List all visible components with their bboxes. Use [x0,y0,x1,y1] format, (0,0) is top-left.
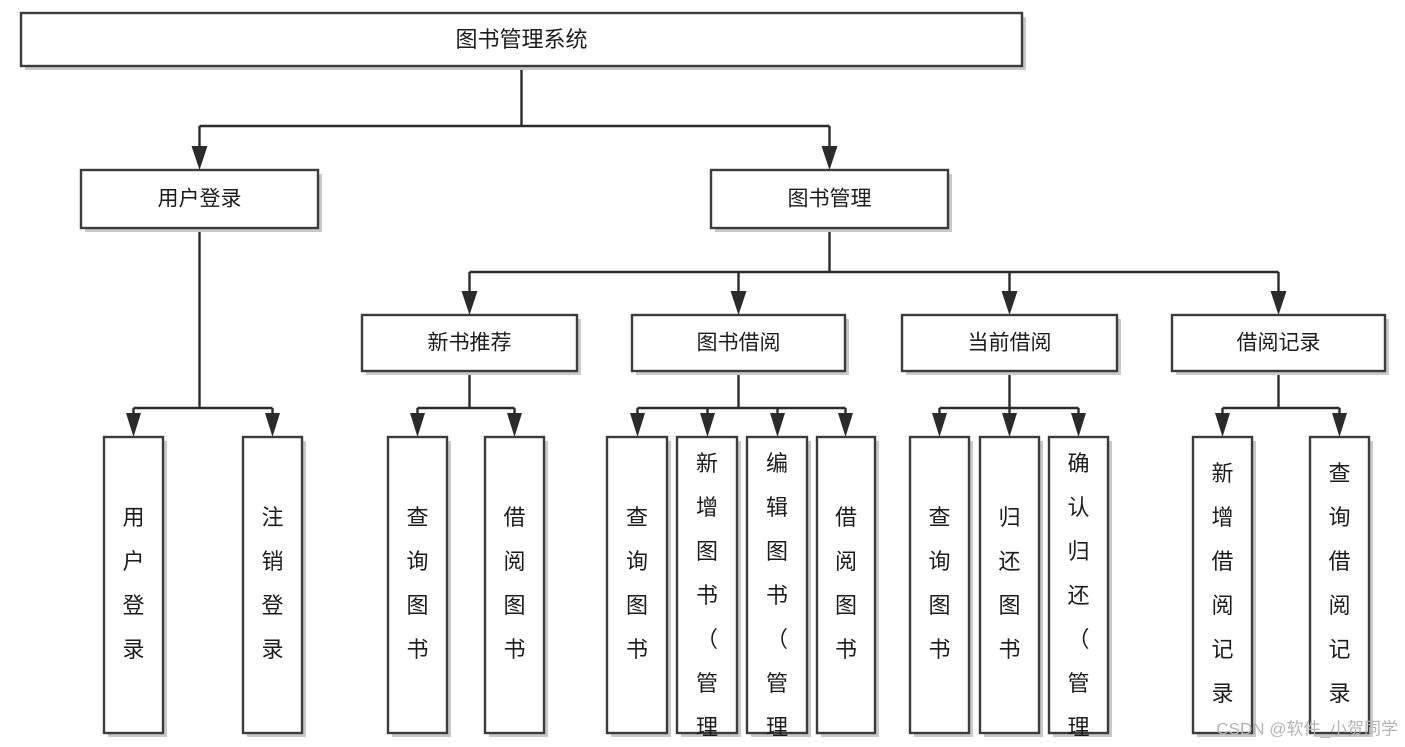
borrow-record-box [1170,313,1387,373]
arrowhead-nbr-leaf-2 [507,413,522,437]
leaf-label: 新增借阅记录 [1211,461,1233,706]
arrowhead-br-leaf-2 [1332,413,1347,437]
arrowhead-book-manage [821,146,838,170]
leaf-box [1047,435,1110,735]
leaf-node-new-book-recommend-2[interactable]: 借阅图书 [483,435,548,737]
node-book-management[interactable]: 图书管理 [709,168,952,232]
new-book-recommend-label: 新书推荐 [428,332,512,355]
leaf-box [815,435,877,735]
leaf-label: 查询图书 [928,505,950,662]
connector-layer [126,66,1347,437]
node-borrow-record[interactable]: 借阅记录 [1170,313,1389,375]
leaf-node-current-borrow-1[interactable]: 查询图书 [908,435,973,737]
node-new-book-recommend[interactable]: 新书推荐 [360,313,581,375]
arrowhead-current-borrow [1001,291,1018,315]
leaf-box [241,435,304,735]
arrowhead-user-login [191,146,208,170]
leaf-box [102,435,165,735]
arrowhead-nbr-leaf-1 [410,413,425,437]
arrowhead-cb-leaf-3 [1071,413,1086,437]
node-current-borrow[interactable]: 当前借阅 [900,313,1121,375]
current-borrow-label: 当前借阅 [968,332,1052,355]
leaf-box [1191,435,1254,735]
leaf-label: 用户登录 [122,505,144,662]
user-login-box [79,168,320,230]
leaf-node-layer: 用户登录 注销登录 查询图书 借阅图书 查询图书 新增图书（管理员） 编辑图书（管理员） 借阅… [102,435,1373,747]
leaf-label: 借阅图书 [835,505,857,662]
leaf-label: 借阅图书 [503,505,525,662]
leaf-label: 注销登录 [261,505,283,662]
leaf-node-borrow-record-2[interactable]: 查询借阅记录 [1308,435,1373,737]
arrowhead-new-book-recommend [461,291,478,315]
arrowhead-bb-leaf-4 [838,413,853,437]
book-borrow-box [630,313,847,373]
leaf-box [483,435,546,735]
leaf-node-book-borrow-2[interactable]: 新增图书（管理员） [675,435,741,747]
book-management-box [709,168,950,230]
root-label: 图书管理系统 [455,27,587,52]
leaf-node-new-book-recommend-1[interactable]: 查询图书 [386,435,451,737]
arrowhead-borrow-record [1270,291,1287,315]
leaf-label: 查询图书 [406,505,428,662]
new-book-recommend-box [360,313,579,373]
user-login-label: 用户登录 [158,188,242,211]
arrowhead-cb-leaf-1 [932,413,947,437]
leaf-label: 确认归还（管理员） [1067,451,1089,747]
leaf-node-user-login-1[interactable]: 用户登录 [102,435,167,737]
arrowhead-leaf-user-login [126,413,141,437]
leaf-box [675,435,739,735]
leaf-box [978,435,1041,735]
arrowhead-leaf-logout [265,413,280,437]
arrowhead-bb-leaf-3 [770,413,785,437]
leaf-label: 编辑图书（管理员） [766,451,788,747]
leaf-box [745,435,809,735]
arrowhead-book-borrow [730,291,747,315]
leaf-node-book-borrow-4[interactable]: 借阅图书 [815,435,879,737]
leaf-node-current-borrow-2[interactable]: 归还图书 [978,435,1043,737]
leaf-box [1308,435,1371,735]
borrow-record-label: 借阅记录 [1237,332,1321,355]
arrowhead-br-leaf-1 [1215,413,1230,437]
leaf-node-borrow-record-1[interactable]: 新增借阅记录 [1191,435,1256,737]
book-management-label: 图书管理 [788,188,872,211]
node-user-login[interactable]: 用户登录 [79,168,322,232]
leaf-node-book-borrow-1[interactable]: 查询图书 [605,435,671,737]
leaf-node-book-borrow-3[interactable]: 编辑图书（管理员） [745,435,811,747]
root-box [19,11,1024,68]
leaf-label: 查询借阅记录 [1328,461,1350,706]
current-borrow-box [900,313,1119,373]
csdn-watermark: CSDN @软件_小贺同学 [1216,719,1398,738]
book-borrow-label: 图书借阅 [697,332,781,355]
leaf-box [386,435,449,735]
arrowhead-bb-leaf-1 [630,413,645,437]
leaf-label: 归还图书 [998,505,1020,662]
leaf-box [908,435,971,735]
leaf-box [605,435,669,735]
leaf-label: 新增图书（管理员） [696,451,718,747]
arrowhead-bb-leaf-2 [700,413,715,437]
arrowhead-cb-leaf-2 [1002,413,1017,437]
leaf-node-current-borrow-3[interactable]: 确认归还（管理员） [1047,435,1112,747]
leaf-label: 查询图书 [626,505,648,662]
node-root-book-management-system[interactable]: 图书管理系统 [19,11,1026,70]
node-book-borrow[interactable]: 图书借阅 [630,313,849,375]
leaf-node-user-login-2[interactable]: 注销登录 [241,435,306,737]
